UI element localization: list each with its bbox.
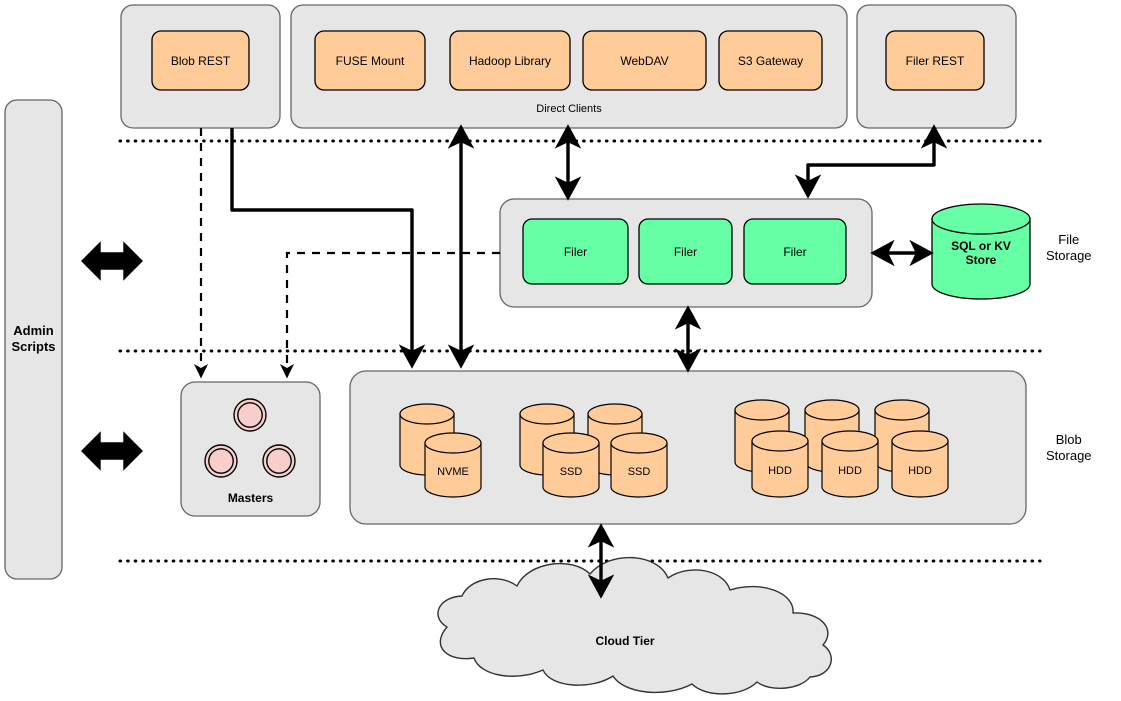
filer-nodes xyxy=(522,218,847,285)
tier-label-file-storage: File Storage xyxy=(1046,232,1092,263)
disk-label-hdd-1[interactable]: HDD xyxy=(768,465,792,477)
node-label-webdav[interactable]: WebDAV xyxy=(620,53,669,68)
disk-hdd-front-2 xyxy=(821,430,879,498)
metadata-store-label[interactable]: SQL or KV Store xyxy=(951,239,1011,267)
disk-nvme-front xyxy=(424,432,482,498)
admin-scripts-label: Admin Scripts xyxy=(11,323,56,354)
admin-arrow-blob-storage xyxy=(81,431,143,471)
disk-label-ssd-1[interactable]: SSD xyxy=(559,466,583,478)
node-label-filer-1[interactable]: Filer xyxy=(563,244,588,259)
disk-group-hdd xyxy=(734,399,949,498)
metadata-store-cylinder xyxy=(931,203,1031,300)
direct-clients-caption: Direct Clients xyxy=(536,103,602,115)
disk-ssd-front-1 xyxy=(542,432,600,498)
solid-connectors xyxy=(230,124,948,599)
masters-label[interactable]: Masters xyxy=(227,491,274,505)
cloud-tier-shape xyxy=(437,556,832,695)
tier-label-blob-storage: Blob Storage xyxy=(1046,432,1092,463)
node-fuse-mount xyxy=(314,30,426,91)
node-filer-rest xyxy=(885,30,985,91)
node-hadoop-library xyxy=(449,30,571,91)
master-node-2 xyxy=(204,444,238,478)
node-filer-3 xyxy=(743,218,847,285)
node-label-fuse-mount[interactable]: FUSE Mount xyxy=(335,53,405,68)
node-label-s3-gateway[interactable]: S3 Gateway xyxy=(737,53,804,68)
master-node-3 xyxy=(262,444,296,478)
disk-group-ssd xyxy=(519,403,668,498)
node-label-hadoop-library[interactable]: Hadoop Library xyxy=(468,53,552,68)
disk-label-nvme[interactable]: NVME xyxy=(437,466,469,478)
disk-ssd-front-2 xyxy=(610,432,668,498)
disk-label-hdd-2[interactable]: HDD xyxy=(838,465,862,477)
node-label-filer-rest[interactable]: Filer REST xyxy=(905,53,965,68)
client-nodes xyxy=(151,30,985,91)
master-node-1 xyxy=(233,398,267,432)
admin-bidirectional-arrows xyxy=(81,241,143,471)
conn-filer-to-masters xyxy=(279,251,500,379)
master-nodes xyxy=(204,398,296,478)
node-label-blob-rest[interactable]: Blob REST xyxy=(170,53,231,68)
cloud-tier-label[interactable]: Cloud Tier xyxy=(595,634,655,648)
node-webdav xyxy=(582,30,707,91)
disk-hdd-front-1 xyxy=(751,430,809,498)
node-s3-gateway xyxy=(718,30,823,91)
disk-hdd-front-3 xyxy=(891,430,949,498)
admin-arrow-file-storage xyxy=(81,241,143,281)
disk-group-nvme xyxy=(399,403,482,498)
node-blob-rest xyxy=(151,30,250,91)
disk-label-hdd-3[interactable]: HDD xyxy=(908,465,932,477)
admin-scripts-panel xyxy=(4,99,63,580)
node-filer-1 xyxy=(522,218,629,285)
conn-blob-rest-to-volumes xyxy=(230,128,426,369)
node-label-filer-3[interactable]: Filer xyxy=(783,244,807,259)
dashed-connectors xyxy=(193,128,500,379)
masters-group xyxy=(180,381,321,517)
node-label-filer-2[interactable]: Filer xyxy=(673,244,698,259)
conn-filer-rest-to-filer xyxy=(794,124,948,199)
node-filer-2 xyxy=(638,218,733,285)
disk-label-ssd-2[interactable]: SSD xyxy=(627,466,651,478)
